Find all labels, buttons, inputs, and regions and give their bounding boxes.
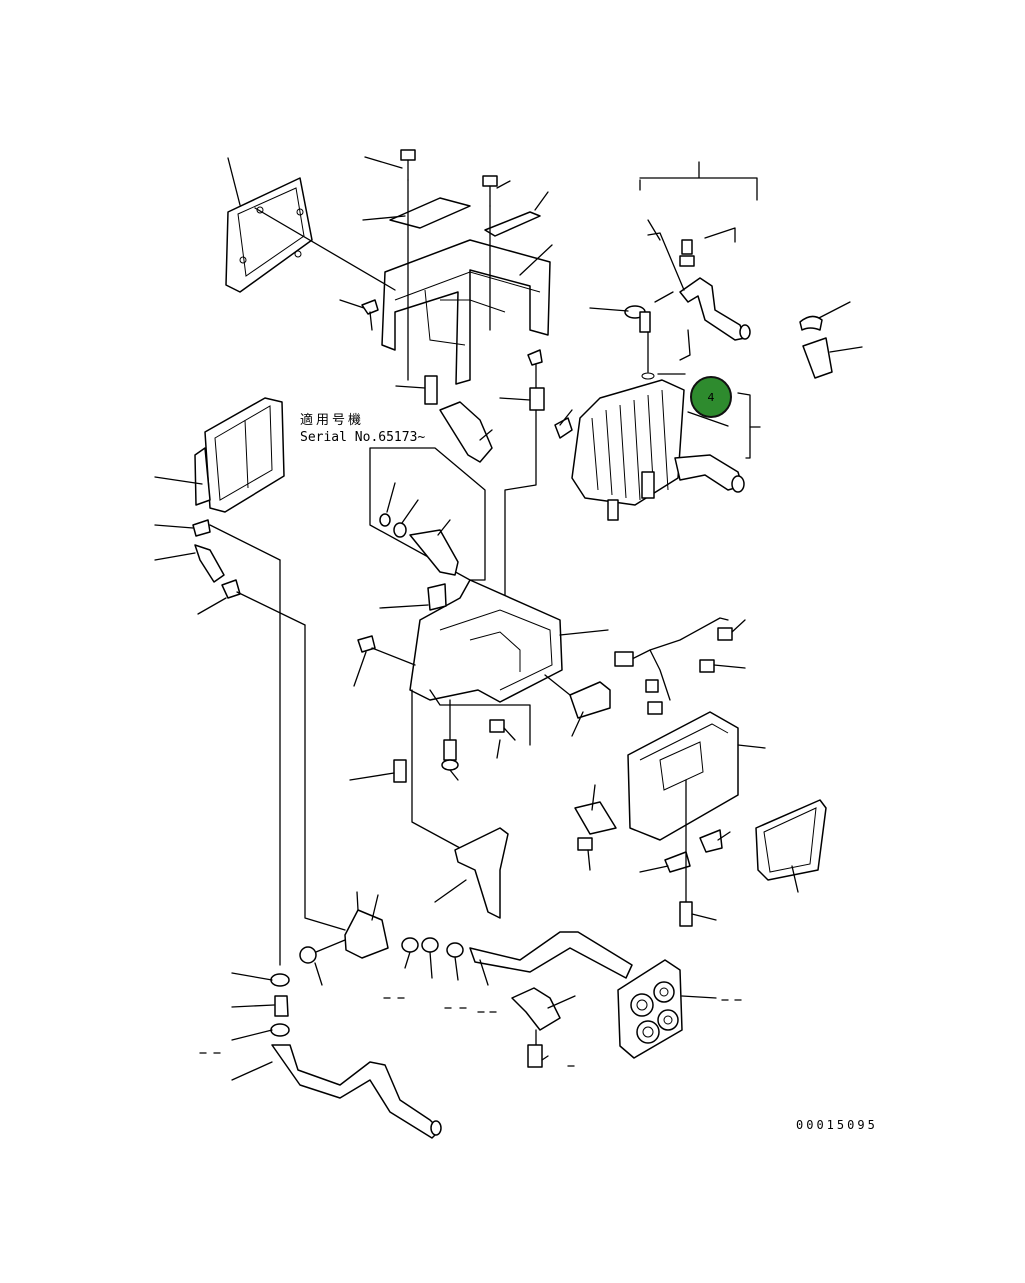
callout-number: 4 bbox=[708, 391, 715, 404]
serial-note-en: Serial No.65173~ bbox=[300, 430, 425, 445]
expansion-valve-hose bbox=[679, 239, 751, 341]
evaporator-bracket-line bbox=[737, 392, 761, 459]
bracket-top-1 bbox=[389, 197, 471, 229]
evaporator bbox=[571, 379, 745, 521]
leader-lines-right bbox=[589, 219, 863, 427]
hose-bracket-bottom bbox=[511, 987, 576, 1068]
vent-grille bbox=[617, 959, 742, 1059]
serial-note: 適用号機 Serial No.65173~ bbox=[300, 412, 425, 445]
hose-clamps-left bbox=[154, 476, 346, 966]
screw-left-top bbox=[361, 299, 379, 331]
bolt-top-1 bbox=[400, 149, 416, 181]
bolts-controller bbox=[577, 779, 731, 927]
gasket-frame bbox=[755, 799, 827, 893]
serial-detail-box bbox=[369, 447, 486, 581]
o-ring bbox=[641, 372, 655, 380]
valve-bolt bbox=[624, 305, 651, 373]
bracket-top-2 bbox=[484, 211, 541, 237]
heater-case bbox=[379, 579, 609, 703]
bolt-top-2 bbox=[482, 175, 498, 207]
mount-bracket-right bbox=[544, 674, 611, 737]
heater-core bbox=[194, 397, 285, 513]
small-plate bbox=[574, 784, 617, 835]
callout-badge[interactable]: 4 bbox=[690, 376, 732, 418]
wire-harness bbox=[614, 617, 746, 715]
clip-bracket-1 bbox=[395, 375, 438, 405]
pipe-sleeve-right bbox=[802, 337, 833, 379]
drawing-code: 00015095 bbox=[796, 1118, 878, 1132]
controller-box bbox=[627, 711, 766, 841]
clip-bracket-2 bbox=[499, 349, 545, 691]
case-bolts bbox=[349, 635, 516, 783]
pipe-clamp-right bbox=[799, 315, 823, 331]
frame-plate bbox=[225, 177, 313, 293]
serial-note-jp: 適用号機 bbox=[300, 412, 364, 428]
stay-lower bbox=[411, 689, 531, 919]
bracket-right-top bbox=[639, 161, 758, 201]
hose-lower-left bbox=[199, 972, 442, 1139]
lower-bracket bbox=[299, 891, 389, 986]
stay-bracket bbox=[439, 401, 493, 463]
screw-mid bbox=[554, 409, 573, 439]
upper-duct bbox=[381, 239, 551, 385]
hose-lower-center bbox=[383, 931, 633, 1013]
